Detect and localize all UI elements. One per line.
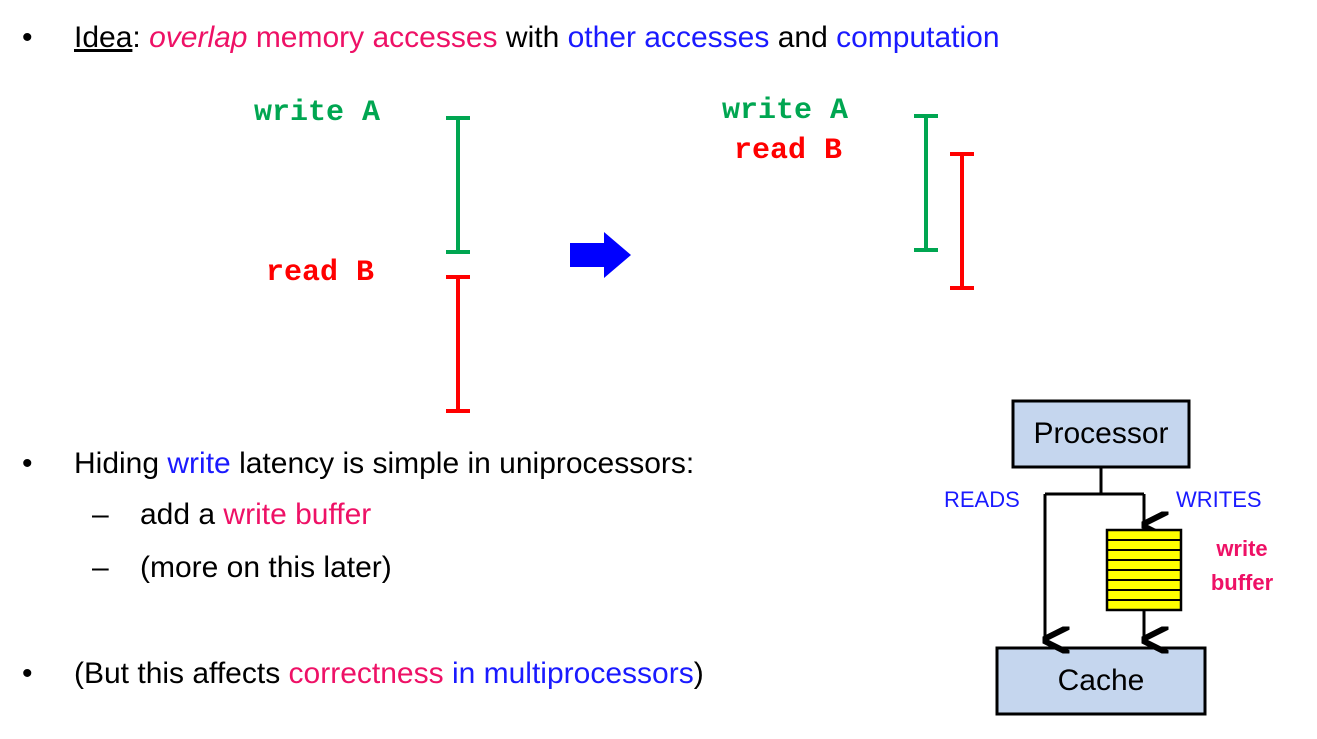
idea-line: Idea: overlap memory accesses with other…: [74, 20, 1000, 56]
processor-box: [1011, 399, 1191, 469]
computation-text: computation: [836, 21, 1000, 54]
sub1-pre: add a: [140, 498, 224, 531]
sub1-line: add a write buffer: [140, 497, 371, 533]
write-buffer-stack: [1105, 528, 1183, 612]
overlap-text: overlap: [149, 21, 248, 54]
hiding-pre: Hiding: [74, 447, 168, 480]
hiding-bullet: •: [22, 447, 33, 480]
write-buffer-line1: write: [1216, 536, 1268, 561]
correctness-close: ): [693, 657, 704, 690]
idea-colon: :: [132, 21, 141, 54]
sub2-dash: –: [92, 551, 109, 584]
before-write-label: write A: [254, 96, 381, 130]
idea-bullet: •: [22, 21, 33, 54]
before-read-interval: [446, 275, 470, 413]
connector-lines: [1045, 467, 1144, 640]
sub1-dash: –: [92, 498, 109, 531]
cache-box: [995, 646, 1207, 716]
hiding-write: write: [167, 447, 231, 480]
correctness-line: (But this affects correctness in multipr…: [74, 656, 704, 692]
write-buffer-line2: buffer: [1210, 570, 1274, 595]
memory-accesses-text: memory accesses: [247, 21, 498, 54]
hiding-post: latency is simple in uniprocessors:: [230, 447, 695, 480]
correctness-bullet: •: [22, 657, 33, 690]
after-read-label: read B: [734, 134, 843, 168]
after-read-interval: [950, 152, 974, 290]
transform-arrow-icon: [570, 232, 631, 278]
reads-label: READS: [944, 487, 1020, 512]
writes-label: WRITES: [1176, 487, 1262, 512]
with-text: with: [497, 21, 568, 54]
before-write-interval: [446, 116, 470, 254]
cache-label: Cache: [1057, 664, 1145, 697]
hiding-line: Hiding write latency is simple in unipro…: [74, 446, 694, 482]
after-write-label: write A: [722, 94, 849, 128]
idea-label: Idea: [74, 21, 133, 54]
write-buffer-label: write buffer: [1196, 532, 1288, 600]
before-read-label: read B: [266, 256, 375, 290]
and-text: and: [769, 21, 837, 54]
correctness-word: correctness: [288, 657, 444, 690]
in-multiprocessors: in multiprocessors: [443, 657, 694, 690]
other-accesses-text: other accesses: [567, 21, 770, 54]
processor-label: Processor: [1033, 417, 1169, 450]
correctness-pre: (But this affects: [74, 657, 289, 690]
sub1-highlight: write buffer: [223, 498, 372, 531]
after-write-interval: [914, 114, 938, 252]
sub2-line: (more on this later): [140, 551, 392, 584]
